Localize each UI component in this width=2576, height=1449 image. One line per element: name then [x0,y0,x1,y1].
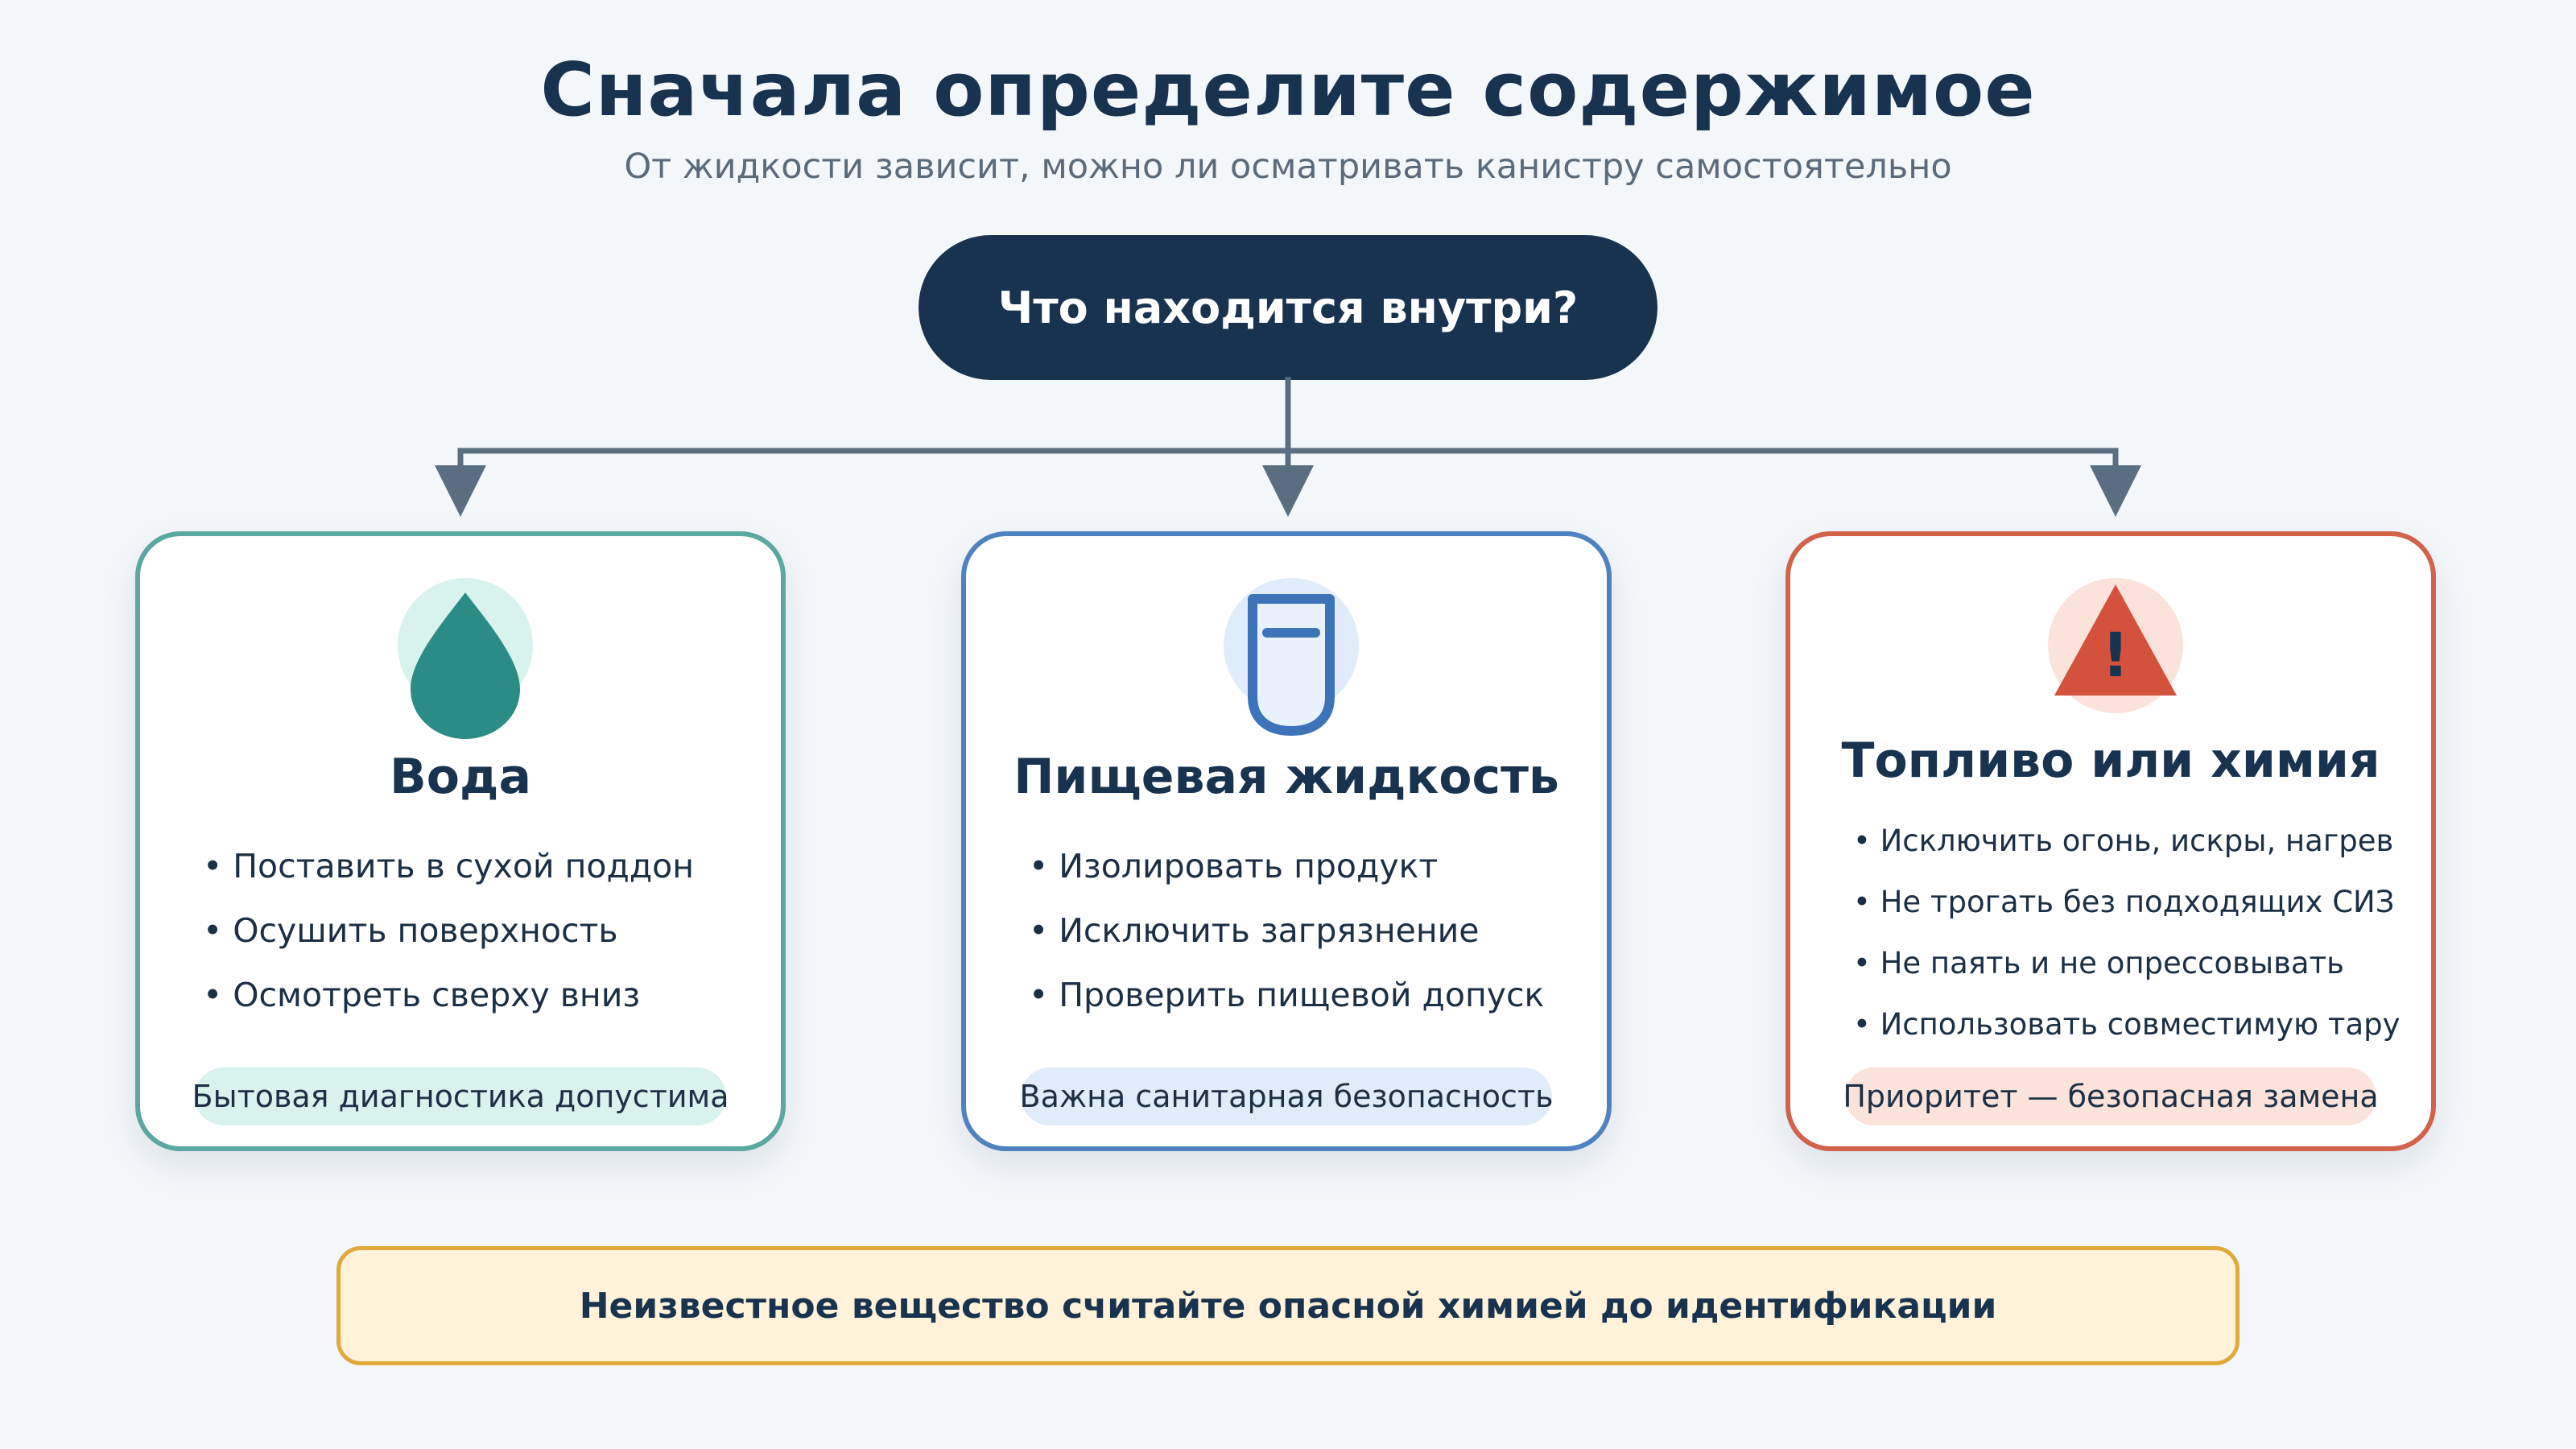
warning-note: Неизвестное вещество считайте опасной хи… [336,1246,2240,1365]
bullet-item: • Использовать совместимую тару [1853,1007,2401,1042]
bullet-item: • Осмотреть сверху вниз [203,976,641,1014]
card-title: Пищевая жидкость [1013,749,1559,805]
svg-text:!: ! [2102,619,2130,691]
water-card: Вода • Поставить в сухой поддон • Осушит… [135,531,786,1151]
fuel-chemicals-card: ! Топливо или химия • Исключить огонь, и… [1785,531,2436,1151]
bullet-item: • Осушить поверхность [203,911,618,950]
water-drop-icon [398,578,533,739]
food-liquid-card: Пищевая жидкость • Изолировать продукт •… [961,531,1612,1151]
card-bullets: • Исключить огонь, искры, нагрев • Не тр… [1853,821,2415,1066]
card-title: Вода [390,749,531,805]
bullet-item: • Исключить загрязнение [1029,911,1480,950]
card-note-pill: Приоритет — безопасная замена [1843,1067,2379,1125]
card-bullets: • Поставить в сухой поддон • Осушить пов… [203,844,765,1037]
card-title: Топливо или химия [1841,733,2380,789]
bullet-item: • Исключить огонь, искры, нагрев [1853,824,2394,858]
bullet-item: • Изолировать продукт [1029,847,1439,886]
arrowhead-right [2090,465,2141,517]
warning-triangle-icon: ! [2048,578,2183,713]
page-subtitle: От жидкости зависит, можно ли осматриват… [624,147,1952,187]
page-title: Сначала определите содержимое [540,47,2036,133]
card-bullets: • Изолировать продукт • Исключить загряз… [1029,844,1591,1037]
bullet-item: • Не трогать без подходящих СИЗ [1853,885,2395,919]
flow-connectors [435,377,2141,517]
food-container-icon [1224,578,1359,736]
bullet-item: • Проверить пищевой допуск [1029,976,1545,1014]
arrowhead-middle [1262,465,1314,517]
card-note-pill: Бытовая диагностика допустима [192,1067,729,1125]
bullet-item: • Поставить в сухой поддон [203,847,695,886]
bullet-item: • Не паять и не опрессовывать [1853,946,2344,980]
arrowhead-left [435,465,486,517]
card-note-pill: Важна санитарная безопасность [1020,1067,1553,1125]
question-node: Что находится внутри? [919,235,1657,380]
